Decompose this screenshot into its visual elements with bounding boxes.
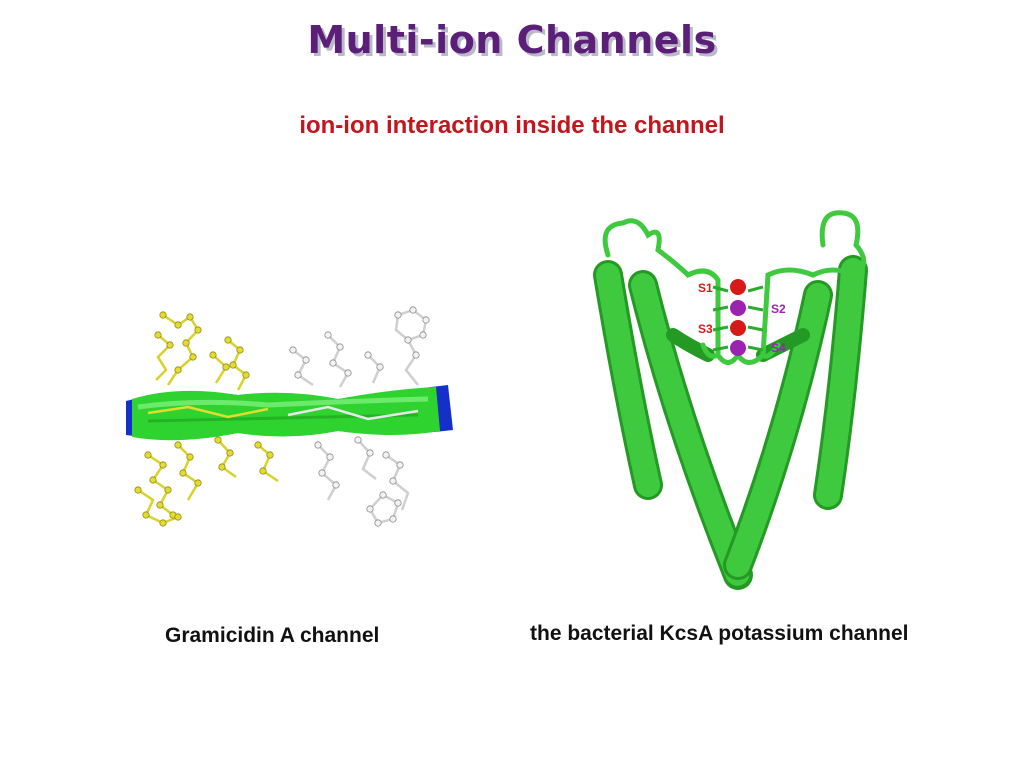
- right-residue-atoms: [289, 306, 430, 527]
- site-label-s2: S2: [771, 302, 786, 316]
- backbone-overlay: [147, 405, 419, 421]
- selectivity-filter: [712, 285, 764, 352]
- ion-s4: [730, 340, 746, 356]
- slide-title: Multi-ion Channels: [307, 18, 717, 62]
- kcsa-channel-figure: S1 S2 S3 S4: [593, 210, 868, 590]
- kcsa-caption: the bacterial KcsA potassium channel: [530, 622, 909, 645]
- ribbon-helices: [593, 255, 868, 590]
- site-label-s1: S1: [698, 281, 713, 295]
- site-label-s4: S4: [771, 341, 786, 355]
- gramicidin-channel-figure: [126, 306, 453, 527]
- pore-surface: [126, 385, 453, 441]
- ion-sites: S1 S2 S3 S4: [698, 279, 786, 356]
- ion-s1: [730, 279, 746, 295]
- slide-subtitle: ion-ion interaction inside the channel: [299, 112, 725, 139]
- ion-s2: [730, 300, 746, 316]
- ion-s3: [730, 320, 746, 336]
- left-residue-atoms: [134, 311, 274, 527]
- gramicidin-caption: Gramicidin A channel: [165, 624, 380, 647]
- site-label-s3: S3: [698, 322, 713, 336]
